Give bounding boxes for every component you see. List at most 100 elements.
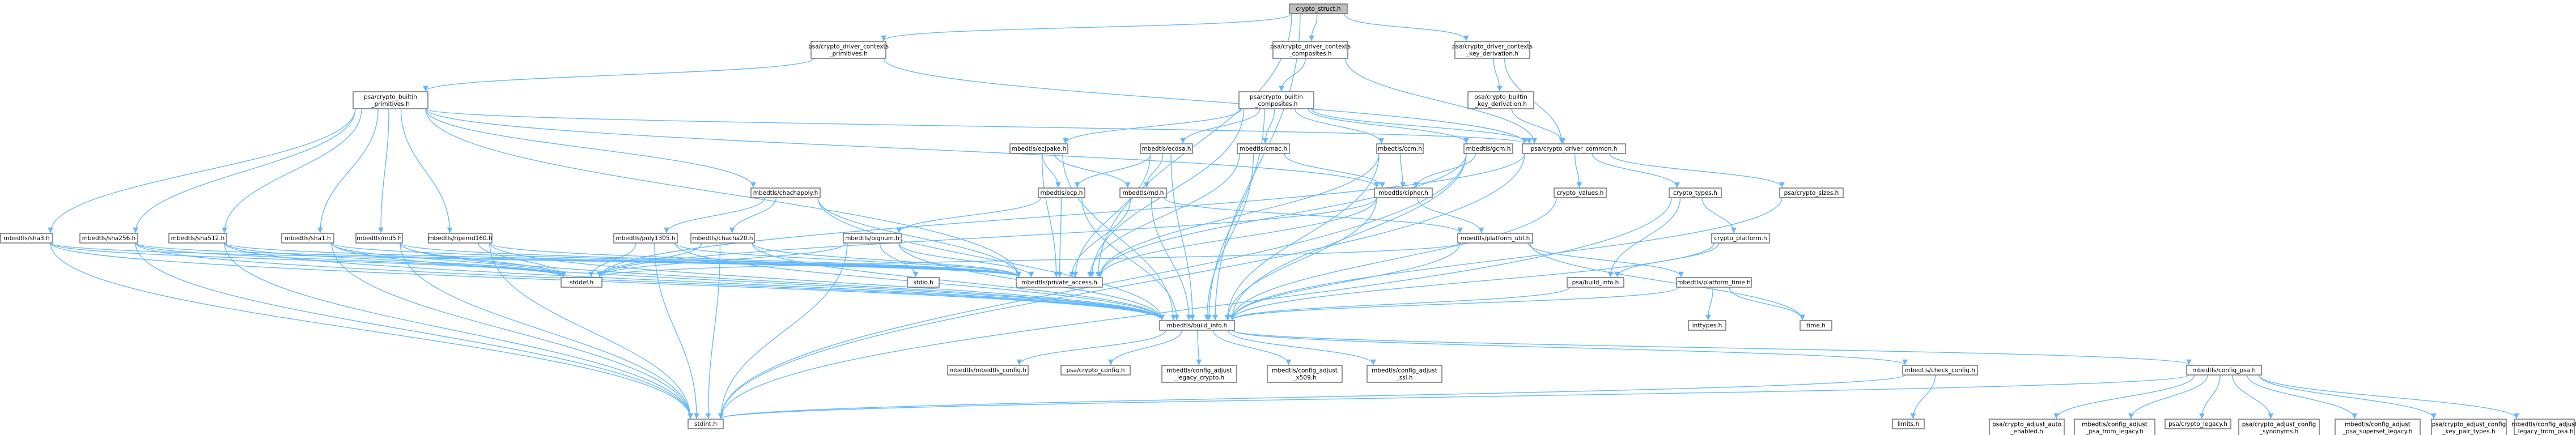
include-edge-build_info-to-check_config <box>1232 330 1908 365</box>
node-psa_crypto_config[interactable]: psa/crypto_config.h <box>1060 365 1131 376</box>
node-box <box>1467 91 1534 109</box>
node-crypto_platform[interactable]: crypto_platform.h <box>1711 233 1770 244</box>
include-edge-build_info-to-cfg_legacy_crypto <box>1196 330 1202 365</box>
node-crypto_values[interactable]: crypto_values.h <box>1554 187 1607 198</box>
node-cfg_legacy_from_psa[interactable]: mbedtls/config_adjust_legacy_from_psa.h <box>2511 419 2576 435</box>
include-edge-check_config-to-stdint <box>718 374 1906 419</box>
include-edge-config_psa-to-psa_cfg_synonyms <box>2231 374 2274 419</box>
node-cipher[interactable]: mbedtls/cipher.h <box>1374 187 1433 198</box>
node-label: psa/crypto_driver_common.h <box>1531 146 1618 152</box>
include-edge-build_info-to-mbedtls_config <box>1016 330 1166 365</box>
node-label: mbedtls/platform_time.h <box>1677 279 1751 286</box>
node-psa_cfg_keypair[interactable]: psa/crypto_adjust_config_key_pair_types.… <box>2431 419 2507 435</box>
node-psa_cfg_auto[interactable]: psa/crypto_adjust_auto_enabled.h <box>1989 419 2065 435</box>
node-ecp[interactable]: mbedtls/ecp.h <box>1038 187 1085 198</box>
node-ccm[interactable]: mbedtls/ccm.h <box>1376 143 1424 154</box>
node-cfg_legacy_crypto[interactable]: mbedtls/config_adjust_legacy_crypto.h <box>1161 365 1237 383</box>
node-label: psa/crypto_adjust_config <box>2432 421 2506 428</box>
node-driver_common[interactable]: psa/crypto_driver_common.h <box>1522 143 1626 154</box>
node-crypto_sizes[interactable]: psa/crypto_sizes.h <box>1779 187 1844 198</box>
node-builtin_keyderiv[interactable]: psa/crypto_builtin_key_derivation.h <box>1467 91 1534 109</box>
node-psa_cfg_synonyms[interactable]: psa/crypto_adjust_config_synonyms.h <box>2238 419 2320 435</box>
node-mbedtls_config[interactable]: mbedtls/mbedtls_config.h <box>947 365 1029 376</box>
node-label: mbedtls/config_adjust <box>2345 421 2411 428</box>
node-sha3[interactable]: mbedtls/sha3.h <box>0 233 53 244</box>
include-edge-cmac-to-cipher <box>1284 153 1385 188</box>
node-cfg_ssl[interactable]: mbedtls/config_adjust_ssl.h <box>1366 365 1442 383</box>
include-edge-builtin_primitives-to-md5 <box>378 108 389 233</box>
include-edge-gcm-to-build_info <box>1229 153 1467 321</box>
node-builtin_composites[interactable]: psa/crypto_builtin_composites.h <box>1238 91 1314 109</box>
node-label: psa/crypto_adjust_auto <box>1992 421 2061 428</box>
node-box <box>1463 143 1513 154</box>
include-edge-build_info-to-config_psa <box>1232 330 2192 365</box>
node-label: _enabled.h <box>2010 428 2043 435</box>
node-box <box>1119 187 1167 198</box>
include-edge-sha3-to-private_access <box>50 242 1021 278</box>
node-platform_util[interactable]: mbedtls/platform_util.h <box>1457 233 1533 244</box>
node-box <box>1711 233 1770 244</box>
node-box <box>1800 320 1832 331</box>
node-ripemd160[interactable]: mbedtls/ripemd160.h <box>428 233 493 244</box>
node-poly1305[interactable]: mbedtls/poly1305.h <box>613 233 678 244</box>
node-label: limits.h <box>1898 421 1920 428</box>
node-label: mbedtls/config_adjust <box>2082 421 2148 428</box>
node-label: _x509.h <box>1292 374 1317 381</box>
node-build_info[interactable]: mbedtls/build_info.h <box>1159 320 1235 331</box>
node-ctx_composites[interactable]: psa/crypto_driver_contexts_composites.h <box>1270 41 1351 59</box>
include-edge-ccm-to-build_info <box>1224 153 1380 321</box>
node-ecjpake[interactable]: mbedtls/ecjpake.h <box>1009 143 1068 154</box>
node-layer: crypto_struct.h psa/crypto_driver_context… <box>0 3 2576 435</box>
node-cfg_psa_from_legacy[interactable]: mbedtls/config_adjust_psa_from_legacy.h <box>2074 419 2155 435</box>
node-cfg_x509[interactable]: mbedtls/config_adjust_x509.h <box>1267 365 1343 383</box>
node-crypto_struct[interactable]: crypto_struct.h <box>1289 3 1348 14</box>
node-psa_crypto_legacy[interactable]: psa/crypto_legacy.h <box>2165 419 2231 429</box>
include-edge-build_info-to-cfg_x509 <box>1212 330 1292 365</box>
include-edge-ecdsa-to-build_info <box>1170 153 1195 321</box>
include-edge-cipher-to-build_info <box>1225 197 1377 321</box>
node-label: mbedtls/ccm.h <box>1378 146 1422 152</box>
include-edge-gcm-to-private_access <box>1097 153 1467 278</box>
include-edge-sha3-to-stddef <box>50 242 566 278</box>
node-ecdsa[interactable]: mbedtls/ecdsa.h <box>1140 143 1193 154</box>
include-edge-builtin_primitives-to-sha1 <box>317 108 379 233</box>
include-edge-sha3-to-stdint <box>50 242 693 419</box>
node-private_access[interactable]: mbedtls/private_access.h <box>1016 277 1103 288</box>
node-label: mbedtls/platform_util.h <box>1461 235 1530 242</box>
edge-layer <box>48 13 2519 419</box>
node-box <box>1892 419 1925 429</box>
node-builtin_primitives[interactable]: psa/crypto_builtin_primitives.h <box>353 91 428 109</box>
node-box <box>2238 419 2320 435</box>
node-gcm[interactable]: mbedtls/gcm.h <box>1463 143 1513 154</box>
node-sha512[interactable]: mbedtls/sha512.h <box>168 233 227 244</box>
node-box <box>2431 419 2507 435</box>
node-box <box>1038 187 1085 198</box>
node-check_config[interactable]: mbedtls/check_config.h <box>1902 365 1978 376</box>
node-bignum[interactable]: mbedtls/bignum.h <box>843 233 902 244</box>
node-label: _key_derivation.h <box>1466 50 1518 57</box>
node-crypto_types[interactable]: crypto_types.h <box>1669 187 1722 198</box>
node-chacha20[interactable]: mbedtls/chacha20.h <box>690 233 755 244</box>
node-platform_time[interactable]: mbedtls/platform_time.h <box>1676 277 1752 288</box>
node-box <box>1009 143 1068 154</box>
node-box <box>168 233 227 244</box>
node-ctx_keyderiv[interactable]: psa/crypto_driver_contexts_key_derivatio… <box>1452 41 1533 59</box>
node-ctx_primitives[interactable]: psa/crypto_driver_contexts_primitives.h <box>808 41 889 59</box>
node-box <box>2335 419 2421 435</box>
node-label: mbedtls/ecp.h <box>1041 190 1083 197</box>
node-sha1[interactable]: mbedtls/sha1.h <box>281 233 334 244</box>
node-cmac[interactable]: mbedtls/cmac.h <box>1237 143 1290 154</box>
node-sha256[interactable]: mbedtls/sha256.h <box>79 233 138 244</box>
node-box <box>281 233 334 244</box>
node-chachapoly[interactable]: mbedtls/chachapoly.h <box>750 187 821 198</box>
include-edge-chacha20-to-stddef <box>597 242 702 278</box>
node-psa_build_info[interactable]: psa/build_info.h <box>1567 277 1624 288</box>
node-config_psa[interactable]: mbedtls/config_psa.h <box>2186 365 2262 376</box>
include-edge-bignum-to-stdint <box>718 242 848 419</box>
include-edge-ecp-to-private_access <box>1056 197 1063 278</box>
node-md[interactable]: mbedtls/md.h <box>1119 187 1167 198</box>
node-cfg_psa_superset[interactable]: mbedtls/config_adjust_psa_superset_legac… <box>2335 419 2421 435</box>
node-md5[interactable]: mbedtls/md5.h <box>355 233 403 244</box>
node-box <box>1289 3 1348 14</box>
node-box <box>750 187 821 198</box>
